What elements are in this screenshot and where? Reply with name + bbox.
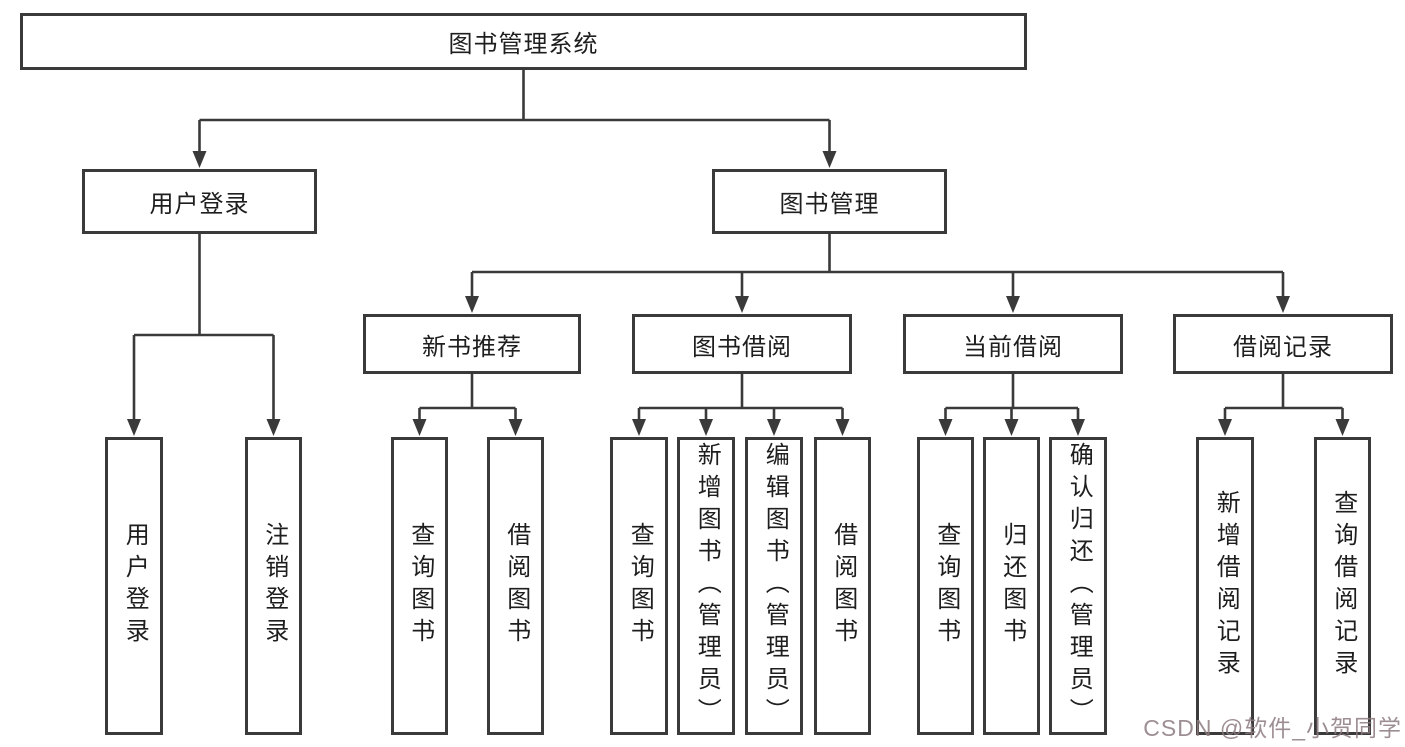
leaf-label: 查询借阅记录 [1329, 490, 1357, 682]
leaf-label: 查询图书 [626, 522, 654, 650]
leaf-add-borrow-record: 新增借阅记录 [1196, 437, 1254, 735]
leaf-label: 新增借阅记录 [1212, 490, 1240, 682]
leaf-query-books-borrow: 查询图书 [610, 437, 668, 735]
node-book-management: 图书管理 [712, 169, 947, 234]
leaf-borrow-books: 借阅图书 [814, 437, 871, 735]
node-user-login: 用户登录 [82, 169, 317, 234]
leaf-label: 借阅图书 [829, 522, 857, 650]
leaf-label: 归还图书 [998, 522, 1026, 650]
leaf-label: 借阅图书 [502, 522, 530, 650]
node-borrow-records: 借阅记录 [1173, 314, 1393, 374]
node-new-book-recommend: 新书推荐 [363, 314, 581, 374]
node-label: 图书借阅 [692, 333, 792, 361]
leaf-return-books: 归还图书 [983, 437, 1040, 735]
leaf-label: 确认归还（管理员） [1065, 442, 1093, 730]
node-label: 图书管理系统 [448, 31, 599, 58]
node-library-management-system: 图书管理系统 [20, 13, 1027, 70]
leaf-label: 查询图书 [932, 522, 960, 650]
node-current-borrow: 当前借阅 [903, 314, 1123, 374]
leaf-query-books-recommend: 查询图书 [391, 437, 448, 735]
node-book-borrow: 图书借阅 [632, 314, 852, 374]
leaf-label: 注销登录 [260, 522, 288, 650]
node-label: 当前借阅 [963, 333, 1063, 361]
leaf-add-books-admin: 新增图书（管理员） [677, 437, 735, 735]
leaf-borrow-books-recommend: 借阅图书 [487, 437, 544, 735]
leaf-label: 查询图书 [406, 522, 434, 650]
csdn-watermark: CSDN @软件_小贺同学 [1143, 715, 1402, 741]
leaf-query-borrow-record: 查询借阅记录 [1314, 437, 1371, 735]
node-label: 借阅记录 [1233, 333, 1333, 361]
leaf-user-login: 用户登录 [105, 437, 163, 735]
node-label: 用户登录 [149, 191, 250, 218]
leaf-label: 新增图书（管理员） [693, 442, 721, 730]
node-label: 图书管理 [779, 191, 880, 218]
leaf-confirm-return-admin: 确认归还（管理员） [1049, 437, 1107, 735]
leaf-edit-books-admin: 编辑图书（管理员） [745, 437, 803, 735]
leaf-query-books-current: 查询图书 [917, 437, 974, 735]
leaf-label: 编辑图书（管理员） [761, 442, 789, 730]
node-label: 新书推荐 [422, 333, 522, 361]
leaf-logout: 注销登录 [245, 437, 302, 735]
leaf-label: 用户登录 [121, 522, 149, 650]
